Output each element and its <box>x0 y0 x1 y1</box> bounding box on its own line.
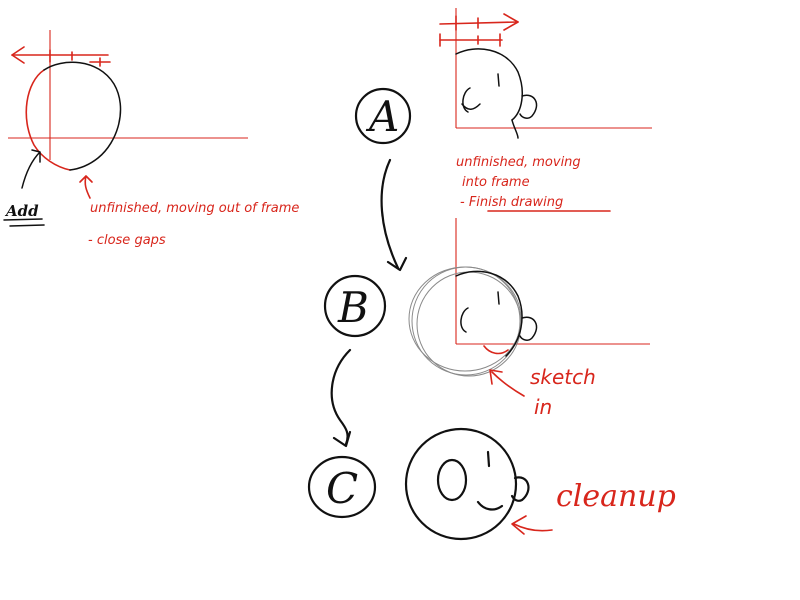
eye-partial <box>460 307 469 333</box>
frame-in-panel: unfinished, moving into frame - Finish d… <box>439 8 652 212</box>
step-b: B <box>323 274 387 338</box>
add-underline-2 <box>9 224 45 227</box>
close-gaps-note: - close gaps <box>88 233 166 248</box>
partial-head-outline <box>43 61 122 171</box>
step-a-label: A <box>365 92 399 141</box>
right-arrow-icon <box>439 13 519 47</box>
added-arc <box>25 69 71 171</box>
sketch-arrow-icon <box>489 369 525 397</box>
finish-drawing-note: - Finish drawing <box>460 195 563 210</box>
partial-head-outline <box>455 48 524 121</box>
step-b-label: B <box>337 283 369 332</box>
add-arrow-icon <box>21 149 41 189</box>
frame-in-note-1: unfinished, moving <box>456 155 581 170</box>
sketch-note-line-1: sketch <box>530 365 596 389</box>
arrow-a-to-b <box>380 158 408 272</box>
step-a: A <box>354 87 412 145</box>
left-arrow-icon <box>11 46 111 67</box>
eye-partial <box>462 87 471 113</box>
frame-in-note-2: into frame <box>462 175 530 190</box>
partial-head-outline <box>455 270 523 357</box>
head-eye-mark <box>497 291 500 305</box>
frame-out-panel: Add unfinished, moving out of frame - cl… <box>3 30 299 248</box>
clean-mouth <box>476 500 504 511</box>
sketch-panel: sketch in <box>408 218 650 419</box>
clean-eye <box>436 458 468 502</box>
add-label: Add <box>4 202 39 220</box>
cleanup-note: cleanup <box>556 479 676 514</box>
ear-icon <box>510 476 530 502</box>
sketch-note-line-2: in <box>534 395 552 419</box>
step-c: C <box>307 455 377 519</box>
add-underline-1 <box>3 218 43 221</box>
note-arrow-icon <box>79 175 93 199</box>
head-eye-mark <box>497 73 500 87</box>
frame-out-note: unfinished, moving out of frame <box>90 201 299 216</box>
arrow-b-to-c <box>330 348 352 448</box>
ear-icon <box>519 316 538 341</box>
ear-icon <box>519 94 538 119</box>
step-c-label: C <box>326 464 358 513</box>
clean-eye-mark <box>486 450 491 468</box>
neck-mark <box>511 119 519 139</box>
cleanup-panel: cleanup <box>404 427 676 541</box>
sketch-head-circle-3 <box>408 266 522 372</box>
sketch-head-circle-2 <box>416 271 522 377</box>
clean-head-circle <box>404 427 518 541</box>
cleanup-arrow-icon <box>511 515 553 535</box>
mouth-sketch <box>483 345 509 355</box>
